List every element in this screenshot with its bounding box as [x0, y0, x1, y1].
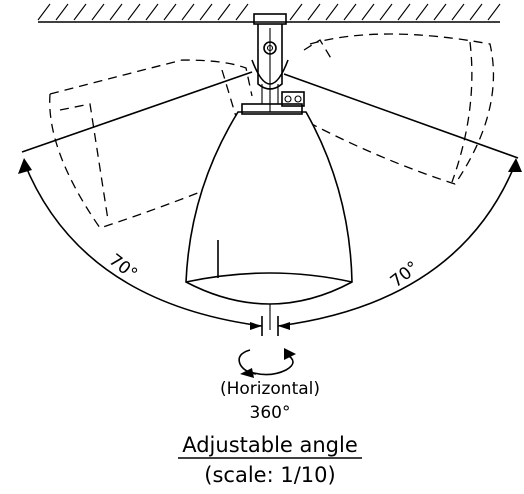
tilted-speaker-right [299, 33, 495, 185]
left-angle-label: 70° [105, 250, 141, 284]
left-tilt-line [21, 71, 253, 153]
caption-scale: (scale: 1/10) [204, 463, 335, 487]
rotation-label: (Horizontal) [220, 379, 320, 399]
rotation-symbol [238, 348, 296, 378]
right-angle-label: 70° [387, 258, 423, 292]
right-tilt-line [283, 73, 519, 159]
caption-title: Adjustable angle [182, 433, 358, 457]
speaker-body [185, 103, 353, 305]
rotation-value: 360° [250, 403, 291, 423]
angle-arc [18, 158, 522, 336]
ceiling [37, 3, 501, 23]
mount-bracket [251, 13, 305, 107]
